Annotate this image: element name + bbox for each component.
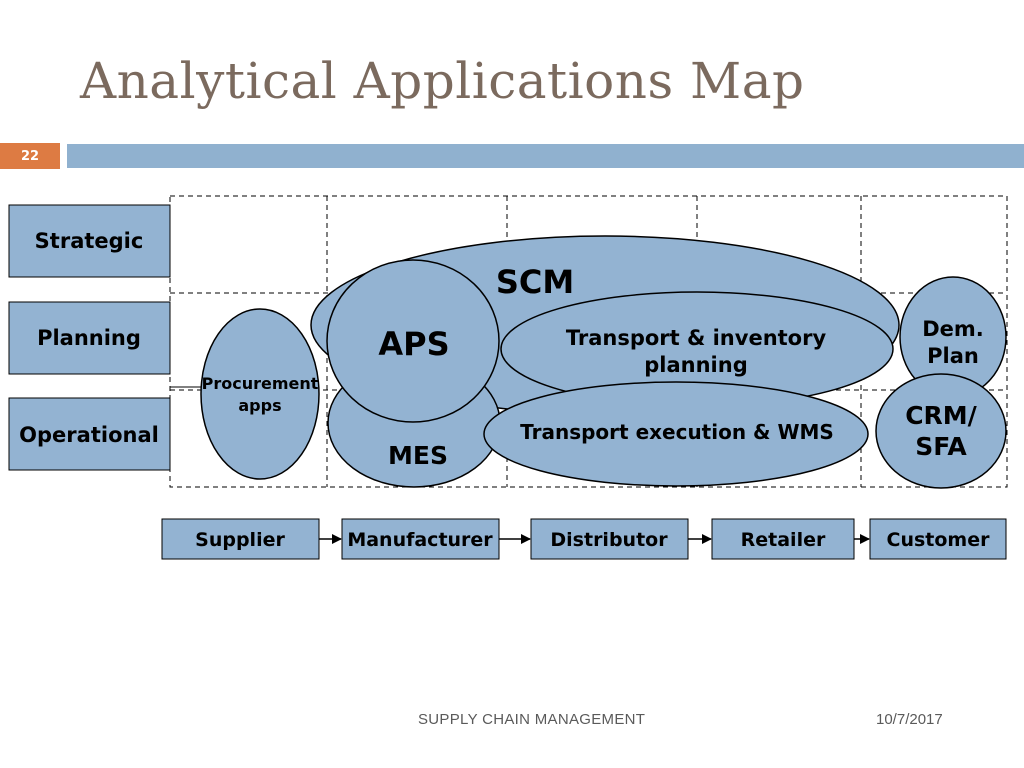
- application-shapes: [200, 235, 1007, 489]
- scm-label: SCM: [496, 263, 574, 301]
- aps-label: APS: [378, 325, 449, 363]
- procurement-label-line1: Procurement: [202, 374, 319, 393]
- chain-label-supplier: Supplier: [195, 529, 285, 551]
- chain-label-manufacturer: Manufacturer: [347, 529, 493, 551]
- application-labels: SCM APS MES Transport & inventory planni…: [202, 263, 984, 470]
- chain-label-retailer: Retailer: [741, 529, 826, 551]
- transport-execution-label: Transport execution & WMS: [520, 420, 834, 444]
- level-box-strategic: [8, 204, 171, 278]
- mes-label: MES: [388, 441, 448, 470]
- chain-box-distributor: [530, 518, 689, 560]
- level-labels: Strategic Planning Operational: [8, 204, 171, 471]
- supply-chain-flow: Supplier Manufacturer Distributor Retail…: [161, 518, 1007, 560]
- chain-label-distributor: Distributor: [550, 529, 668, 551]
- crm-sfa-ellipse: [875, 373, 1007, 489]
- procurement-ellipse: [200, 308, 320, 480]
- chain-box-retailer: [711, 518, 855, 560]
- level-label-strategic: Strategic: [35, 229, 144, 253]
- procurement-label-line2: apps: [238, 396, 281, 415]
- title-accent-bar: [67, 144, 1024, 168]
- transport-inventory-label-line2: planning: [644, 353, 747, 377]
- dem-plan-label-line2: Plan: [927, 344, 979, 368]
- dem-plan-label-line1: Dem.: [922, 317, 984, 341]
- transport-inventory-label-line1: Transport & inventory: [566, 326, 827, 350]
- footer-date: 10/7/2017: [876, 711, 943, 728]
- footer-course-title: SUPPLY CHAIN MANAGEMENT: [418, 711, 646, 728]
- chain-label-customer: Customer: [887, 529, 991, 551]
- slide-number: 22: [0, 143, 60, 169]
- level-box-operational: [8, 397, 171, 471]
- level-label-planning: Planning: [37, 326, 141, 350]
- chain-box-supplier: [161, 518, 320, 560]
- transport-execution-ellipse: [483, 381, 869, 487]
- chain-box-customer: [869, 518, 1007, 560]
- slide-title: Analytical Applications Map: [80, 52, 805, 110]
- level-label-operational: Operational: [19, 423, 159, 447]
- level-box-planning: [8, 301, 171, 375]
- aps-ellipse: [326, 259, 500, 423]
- chain-box-manufacturer: [341, 518, 500, 560]
- crm-sfa-label-line2: SFA: [915, 432, 967, 461]
- crm-sfa-label-line1: CRM/: [905, 401, 977, 430]
